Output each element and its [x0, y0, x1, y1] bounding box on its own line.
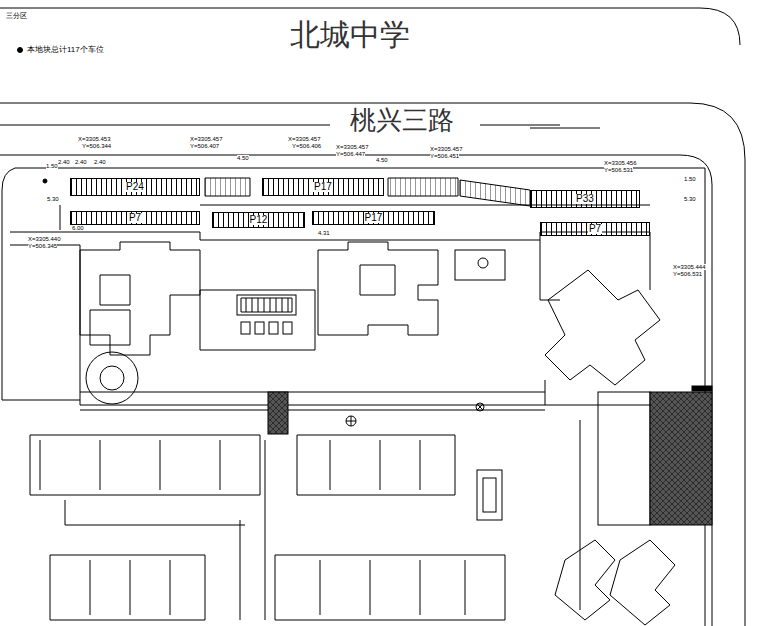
dimension: 4.50 — [376, 157, 388, 163]
coordinate: X=3305.457 — [430, 146, 463, 152]
coordinate: Y=506.345 — [28, 243, 57, 249]
dimension: 1.50 — [46, 163, 58, 169]
parking-label: P17 — [313, 182, 333, 192]
parking-label: P17 — [364, 213, 384, 223]
coordinate: X=3305.444 — [673, 264, 706, 270]
coordinate: X=3305.453 — [78, 136, 111, 142]
dimension: 1.50 — [684, 176, 696, 182]
dimension: 5.30 — [684, 196, 696, 202]
coordinate: Y=506.406 — [292, 143, 321, 149]
coordinate: X=3305.440 — [28, 236, 61, 242]
parking-row: P7 — [540, 222, 650, 236]
dimension: 2.40 — [94, 159, 106, 165]
parking-row: P17 — [262, 178, 384, 196]
coordinate: Y=506.531 — [604, 167, 633, 173]
parking-row: P24 — [70, 178, 200, 196]
parking-label: P12 — [249, 215, 269, 225]
note: 本地块总计117个车位 — [27, 46, 104, 54]
parking-row: P17 — [312, 211, 435, 225]
coordinate: Y=506.531 — [673, 271, 702, 277]
parking-row: P33 — [530, 190, 640, 208]
dimension: 4.31 — [318, 230, 330, 236]
coordinate: Y=506.447 — [336, 151, 365, 157]
parking-row: P7 — [70, 211, 200, 225]
parking-label: P7 — [128, 213, 142, 223]
parking-label: P7 — [588, 224, 602, 234]
zone-name: 三分区 — [6, 12, 27, 19]
dimension: 2.40 — [75, 159, 87, 165]
road-name: 桃兴三路 — [350, 108, 454, 134]
dimension: 4.50 — [237, 155, 249, 161]
parking-row: P12 — [212, 212, 305, 228]
school-name: 北城中学 — [290, 20, 410, 50]
dimension: 5.30 — [47, 196, 59, 202]
coordinate: X=3305.457 — [336, 144, 369, 150]
coordinate: Y=506.407 — [190, 143, 219, 149]
parking-label: P33 — [575, 194, 595, 204]
dimension: 2.40 — [58, 159, 70, 165]
parking-label: P24 — [125, 182, 145, 192]
dimension: 6.00 — [72, 225, 84, 231]
coordinate: X=3305.457 — [288, 136, 321, 142]
coordinate: X=3305.457 — [190, 136, 223, 142]
coordinate: Y=506.451 — [430, 153, 459, 159]
coordinate: X=3305.456 — [604, 160, 637, 166]
coordinate: Y=506.344 — [82, 143, 111, 149]
